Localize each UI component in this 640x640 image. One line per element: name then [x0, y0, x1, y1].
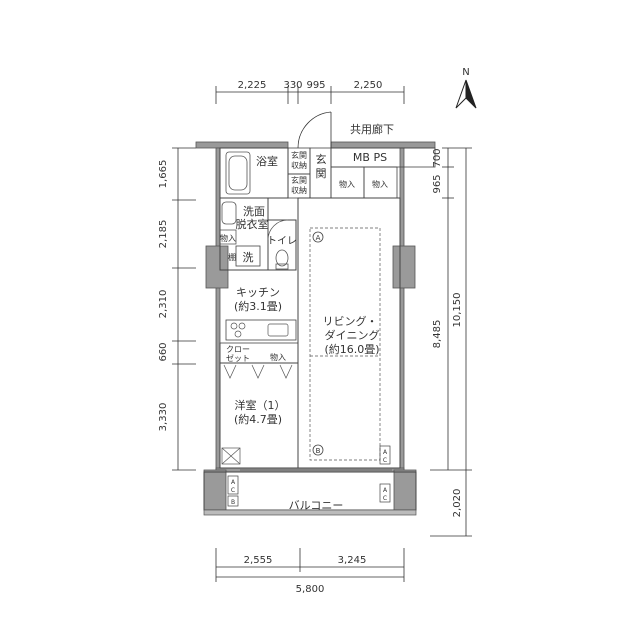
wash-storage-label: 物入 [220, 233, 236, 243]
closet-label: クローゼット [226, 345, 250, 363]
right-dimension-lines [430, 147, 472, 537]
dim-left-3: 2,310 [158, 290, 169, 319]
dim-bottom-1: 2,555 [244, 555, 273, 566]
dim-top-1: 2,225 [238, 80, 267, 91]
living-ceiling-outline [309, 227, 381, 461]
shoe-shelf-label: 棚 [228, 252, 236, 262]
corridor-wall [195, 141, 436, 149]
dim-right-1: 700 [432, 148, 443, 167]
balcony-railing [203, 509, 417, 516]
balcony-label: バルコニー [289, 499, 344, 512]
toilet-room [267, 219, 297, 271]
ac-balcony-box-left [227, 475, 239, 495]
dim-right-total: 10,150 [452, 293, 463, 328]
dim-left-2: 2,185 [158, 220, 169, 249]
storage-a-label: 物入 [339, 179, 355, 189]
mbps-label: MB PS [353, 151, 387, 164]
stove-icon [230, 322, 246, 338]
dim-right-2: 965 [432, 174, 443, 193]
toilet-door-icon [267, 219, 289, 241]
dim-left-4: 660 [158, 342, 169, 361]
ac-living-box [379, 445, 391, 465]
b-box-label: B [231, 499, 235, 506]
dim-top-4: 2,250 [354, 80, 383, 91]
washroom-label: 洗面脱衣室 [236, 205, 269, 231]
bath-label: 浴室 [256, 154, 278, 168]
entry-door-icon [297, 111, 332, 149]
kitchen-sink-icon [267, 323, 289, 337]
kitchen-counter [225, 319, 297, 341]
marker-b-label: B [316, 447, 321, 455]
dim-top-3: 995 [306, 80, 325, 91]
bottom-dimension-lines [215, 548, 405, 582]
sink-icon [221, 201, 237, 225]
dining-label: ダイニング [325, 328, 380, 342]
washer-label: 洗 [243, 251, 254, 264]
bedroom-label: 洋室（1） [235, 398, 286, 412]
marker-b-icon [312, 444, 324, 456]
genkan-storage-2-label: 玄関収納 [291, 175, 307, 195]
living-label: リビング・ [323, 314, 378, 328]
marker-a-icon [312, 231, 324, 243]
columns [203, 245, 417, 511]
dim-top-2: 330 [283, 80, 302, 91]
bedroom-radiator-icon [221, 447, 241, 465]
storage-b-label: 物入 [372, 179, 388, 189]
dim-balcony: 2,020 [452, 489, 463, 518]
b-box [227, 495, 239, 507]
kitchen-label: キッチン [236, 286, 280, 299]
dim-left-5: 3,330 [158, 403, 169, 432]
toilet-label: トイレ [267, 236, 297, 247]
left-dimension-line [172, 147, 196, 471]
wash-storage [219, 229, 237, 245]
ac-balcony-box-right [379, 483, 391, 503]
genkan-label: 玄関 [316, 152, 327, 180]
dim-bottom-2: 3,245 [338, 555, 367, 566]
corridor-label: 共用廊下 [350, 122, 394, 136]
marker-a-label: A [316, 234, 321, 242]
closet-storage-label: 物入 [270, 352, 286, 362]
dim-right-3: 8,485 [432, 320, 443, 349]
genkan-storage-1-label: 玄関収納 [291, 150, 307, 170]
closet-door-icons [223, 364, 293, 379]
dim-bottom-total: 5,800 [296, 584, 325, 595]
top-dimension-line [215, 86, 405, 104]
compass-label: N [462, 67, 469, 78]
washer-box [235, 245, 261, 267]
bathtub-icon [225, 151, 251, 195]
toilet-icon [275, 249, 289, 270]
bedroom-size: (約4.7畳) [234, 412, 282, 426]
living-dining-area [297, 197, 401, 469]
north-arrow-icon [455, 79, 477, 109]
living-size: (約16.0畳) [324, 342, 379, 356]
kitchen-size: (約3.1畳) [234, 299, 282, 313]
dim-left-1: 1,665 [158, 160, 169, 189]
